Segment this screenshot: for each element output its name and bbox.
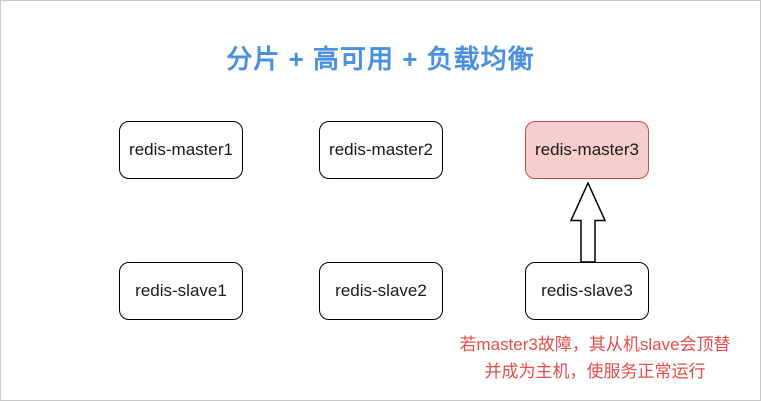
annotation-line2: 并成为主机，使服务正常运行 <box>484 362 706 381</box>
node-label: redis-master3 <box>535 140 639 159</box>
node-redis-master2: redis-master2 <box>319 121 443 179</box>
node-label: redis-slave3 <box>541 281 633 300</box>
failover-annotation: 若master3故障，其从机slave会顶替 并成为主机，使服务正常运行 <box>435 331 755 385</box>
node-label: redis-slave1 <box>135 281 227 300</box>
node-redis-master1: redis-master1 <box>119 121 243 179</box>
node-redis-master3: redis-master3 <box>525 121 649 179</box>
node-label: redis-slave2 <box>335 281 427 300</box>
failover-up-arrow-icon <box>569 182 607 263</box>
node-label: redis-master1 <box>129 140 233 159</box>
node-redis-slave1: redis-slave1 <box>119 262 243 320</box>
node-redis-slave2: redis-slave2 <box>319 262 443 320</box>
diagram-title: 分片 + 高可用 + 负载均衡 <box>226 44 535 74</box>
node-redis-slave3: redis-slave3 <box>525 262 649 320</box>
annotation-line1: 若master3故障，其从机slave会顶替 <box>459 335 731 354</box>
node-label: redis-master2 <box>329 140 433 159</box>
